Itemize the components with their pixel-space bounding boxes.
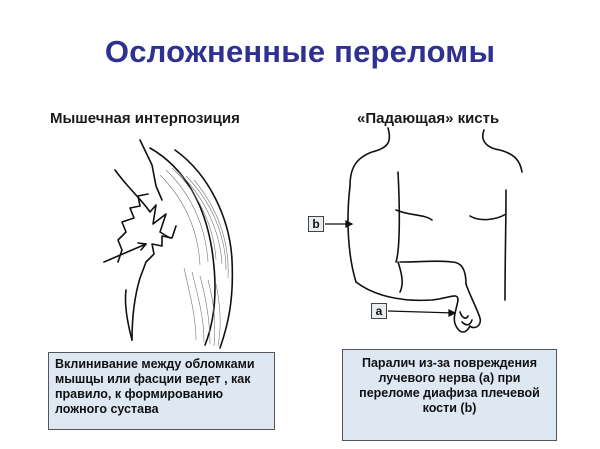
slide-title: Осложненные переломы: [104, 34, 496, 69]
wrist-drop-heading: «Падающая» кисть: [357, 110, 500, 127]
label-b: b: [308, 216, 324, 232]
interposition-caption: Вклинивание между обломками мышцы или фа…: [48, 352, 275, 430]
pointer-arrows: [325, 220, 457, 317]
wrist-drop-figure: [347, 127, 523, 333]
label-a: a: [371, 303, 387, 319]
muscle-interposition-heading: Мышечная интерпозиция: [50, 110, 240, 127]
muscle-fibers: [159, 167, 229, 347]
wrist-drop-caption: Паралич из-за повреждения лучевого нерва…: [342, 349, 557, 441]
bone-fracture-illustration: [103, 139, 234, 349]
